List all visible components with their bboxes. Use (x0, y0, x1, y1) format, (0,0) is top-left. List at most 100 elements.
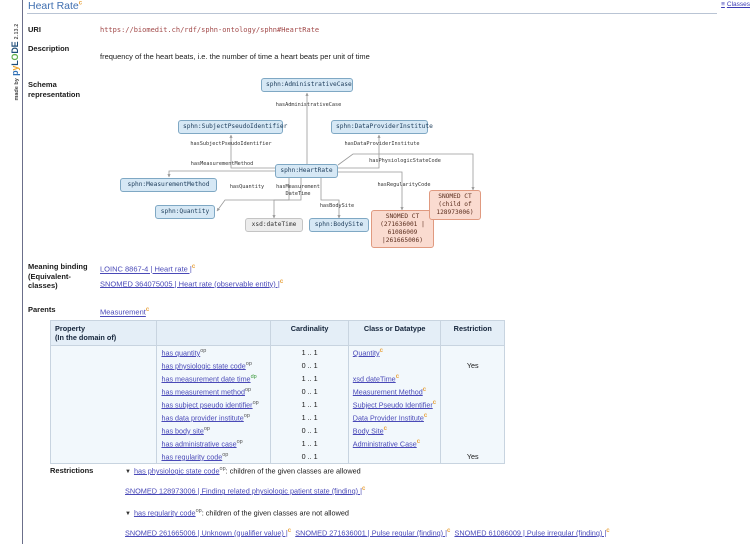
uri-value: https://biomedit.ch/rdf/sphn-ontology/sp… (100, 26, 320, 34)
property-link[interactable]: has data provider institute (161, 413, 244, 423)
restriction-item-regularity-code[interactable]: ▼has regularity codeop: children of the … (125, 508, 349, 517)
cell-cardinality: 1 .. 1 (270, 398, 349, 411)
cell-class-or-datatype[interactable]: Body Sitec (347, 424, 442, 437)
class-superscript: c (78, 0, 83, 7)
cell-cardinality: 0 .. 1 (270, 385, 349, 398)
class-or-datatype-link[interactable]: xsd dateTime (352, 374, 396, 384)
disclosure-triangle-icon[interactable]: ▼ (125, 511, 131, 518)
restriction-classes-physiologic: SNOMED 128973006 | Finding related physi… (125, 486, 365, 495)
restriction-class-link[interactable]: SNOMED 128973006 | Finding related physi… (125, 486, 363, 496)
cell-cardinality: 1 .. 1 (270, 372, 349, 385)
column-header-blank (156, 320, 272, 346)
parent-link-measurement[interactable]: Measurement (100, 307, 146, 317)
class-superscript: c (287, 528, 292, 534)
cell-domain-blank (49, 424, 158, 437)
property-link[interactable]: has administrative case (161, 439, 237, 449)
cell-cardinality: 1 .. 1 (270, 345, 349, 359)
edge-label-has-subject-pseudo-identifier: hasSubjectPseudoIdentifier (190, 141, 272, 147)
cell-property[interactable]: has data provider instituteop (156, 411, 272, 424)
cell-domain-blank (49, 359, 158, 372)
class-or-datatype-link[interactable]: Quantity (352, 348, 380, 358)
meaning-binding-list: LOINC 8867-4 | Heart rate |c SNOMED 3640… (100, 262, 283, 289)
disclosure-triangle-icon[interactable]: ▼ (125, 469, 131, 476)
cell-domain-blank (49, 450, 158, 464)
pylode-branding: made by pyLODE 2.13.2 (10, 2, 20, 122)
meaning-binding-item[interactable]: SNOMED 364075005 | Heart rate (observabl… (100, 277, 283, 290)
cell-domain-blank (49, 372, 158, 385)
page-title: Heart Ratec (28, 0, 82, 12)
node-quantity: sphn:Quantity (155, 205, 215, 219)
property-link[interactable]: has subject pseudo identifier (161, 400, 253, 410)
property-link[interactable]: has body site (161, 426, 204, 436)
cell-class-or-datatype (347, 359, 442, 372)
property-type-superscript: op (252, 399, 259, 406)
cell-class-or-datatype[interactable]: Quantityc (347, 345, 442, 359)
description-value: frequency of the heart beats, i.e. the n… (100, 52, 370, 61)
column-header-property: Property (In the domain of) (49, 320, 158, 346)
hamburger-icon: ≡ (721, 1, 725, 8)
node-snomed-physiologic-child: SNOMED CT (child of 128973006) (429, 190, 481, 220)
class-or-datatype-link[interactable]: Data Provider Institute (352, 413, 424, 423)
class-superscript: c (416, 438, 421, 445)
cell-restriction (440, 372, 505, 385)
meaning-binding-link-snomed[interactable]: SNOMED 364075005 | Heart rate (observabl… (100, 279, 280, 288)
property-link[interactable]: has measurement date time (161, 374, 251, 384)
cell-class-or-datatype[interactable]: xsd dateTimec (347, 372, 442, 385)
cell-class-or-datatype[interactable]: Data Provider Institutec (347, 411, 442, 424)
meaning-binding-link-loinc[interactable]: LOINC 8867-4 | Heart rate | (100, 264, 192, 274)
class-superscript: c (362, 486, 366, 492)
edge-label-has-measurement-method: hasMeasurementMethod (190, 161, 254, 167)
cell-property[interactable]: has physiologic state codeop (156, 359, 272, 372)
description-label: Description (28, 44, 70, 53)
cell-cardinality: 0 .. 1 (270, 424, 349, 437)
property-link[interactable]: has measurement method (161, 387, 245, 397)
schema-representation-label: Schema representation (28, 80, 81, 99)
cell-cardinality: 0 .. 1 (270, 450, 349, 464)
edge-label-has-physiologic-state-code: hasPhysiologicStateCode (369, 158, 441, 164)
cell-property[interactable]: has body siteop (156, 424, 272, 437)
title-divider (27, 13, 717, 14)
column-header-restriction: Restriction (440, 320, 505, 346)
restriction-class-link[interactable]: SNOMED 61086009 | Pulse irregular (findi… (454, 528, 607, 538)
meaning-binding-item[interactable]: LOINC 8867-4 | Heart rate |c (100, 262, 283, 275)
cell-class-or-datatype[interactable]: Measurement Methodc (347, 385, 442, 398)
class-or-datatype-link[interactable]: Administrative Case (352, 439, 417, 449)
cell-property[interactable]: has measurement methodop (156, 385, 272, 398)
restriction-class-link[interactable]: SNOMED 271636001 | Pulse regular (findin… (295, 528, 448, 538)
column-header-cardinality: Cardinality (270, 320, 349, 346)
node-subject-pseudo-identifier: sphn:SubjectPseudoIdentifier (178, 120, 287, 134)
class-or-datatype-link[interactable]: Measurement Method (352, 387, 423, 397)
class-or-datatype-link[interactable]: Body Site (352, 426, 384, 436)
classes-nav-link[interactable]: ≡Classes (721, 1, 750, 8)
property-link[interactable]: has physiologic state code (161, 361, 246, 371)
node-administrative-case: sphn:AdministrativeCase (261, 78, 353, 92)
restriction-class-link[interactable]: SNOMED 261665006 | Unknown (qualifier va… (125, 528, 288, 538)
cell-property[interactable]: has subject pseudo identifierop (156, 398, 272, 411)
cell-property[interactable]: has measurement date timedp (156, 372, 272, 385)
class-or-datatype-link[interactable]: Subject Pseudo Identifier (352, 400, 433, 410)
edge-label-has-body-site: hasBodySite (319, 203, 355, 209)
edge-label-has-regularity-code: hasRegularityCode (377, 182, 431, 188)
restriction-property-link[interactable]: has regularity code (133, 508, 196, 518)
page-title-text: Heart Rate (28, 0, 79, 12)
property-type-superscript: op (236, 438, 243, 445)
cell-property[interactable]: has regularity codeop (156, 450, 272, 464)
meaning-binding-label: Meaning binding (Equivalent- classes) (28, 262, 88, 290)
restriction-item-physiologic-state-code[interactable]: ▼has physiologic state codeop: children … (125, 466, 361, 475)
property-link[interactable]: has regularity code (161, 452, 223, 462)
class-superscript: c (145, 307, 150, 313)
cell-cardinality: 1 .. 1 (270, 437, 349, 450)
restriction-property-link[interactable]: has physiologic state code (133, 466, 220, 476)
cell-class-or-datatype[interactable]: Administrative Casec (347, 437, 442, 450)
property-type-superscript: op (244, 386, 252, 393)
cell-property[interactable]: has quantityop (156, 345, 272, 359)
table-header-row: Property (In the domain of) Cardinality … (49, 320, 505, 346)
cell-class-or-datatype[interactable]: Subject Pseudo Identifierc (347, 398, 442, 411)
cell-property[interactable]: has administrative caseop (156, 437, 272, 450)
class-superscript: c (447, 528, 451, 534)
property-link[interactable]: has quantity (161, 348, 201, 358)
class-superscript: c (395, 373, 400, 380)
